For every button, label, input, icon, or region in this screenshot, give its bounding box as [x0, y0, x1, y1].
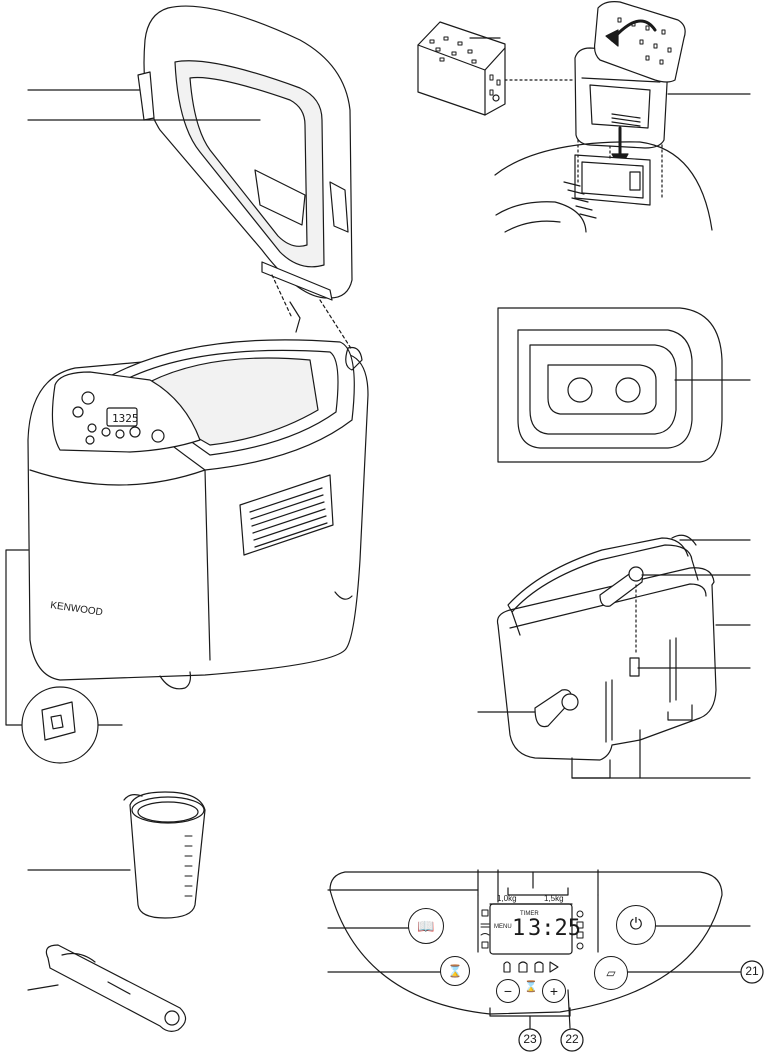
loaf-indicator-row [503, 961, 559, 973]
power-switch-detail [5, 549, 123, 764]
panel-leaders [327, 889, 751, 973]
menu-button[interactable]: 📖 [408, 908, 444, 944]
vent-grille [239, 474, 334, 556]
lid-underside-detail [497, 307, 751, 463]
display-loaf-large-label: 1,5kg [544, 894, 564, 903]
plus-icon: + [549, 983, 559, 999]
svg-text:1325: 1325 [112, 412, 139, 425]
display-right-icons [576, 910, 584, 950]
display-left-icons [480, 909, 490, 949]
display-timer-label: TIMER [520, 911, 539, 917]
callout-22: 22 [565, 1032, 579, 1046]
callout-21: 21 [745, 964, 759, 978]
timer-hourglass-icon: ⌛ [524, 981, 538, 993]
callout-23: 23 [523, 1032, 537, 1046]
loaf-size-brackets [477, 869, 599, 953]
minus-button[interactable]: − [496, 979, 520, 1003]
bread-loaf-icon: ▱ [606, 966, 616, 980]
display-loaf-small-label: 1,0kg [497, 894, 517, 903]
lid-with-window [137, 5, 363, 371]
display-time-digits: 3:25 [528, 916, 581, 941]
display-menu-label: MENU [494, 924, 512, 930]
display-program-digit: 1 [512, 916, 526, 941]
power-button[interactable]: ⏻ [616, 905, 656, 945]
ingredient-dispenser-diagram [417, 1, 751, 233]
hourglass-icon: ⌛ [447, 964, 463, 978]
measuring-spoon-diagram [27, 944, 187, 1032]
recipe-book-icon: 📖 [417, 918, 435, 934]
delay-start-button[interactable]: ▱ [594, 956, 628, 990]
measuring-cup-diagram [27, 791, 206, 919]
power-icon: ⏻ [629, 916, 643, 933]
bread-maker-body: 1325 KENWOOD [27, 339, 369, 690]
minus-icon: − [503, 983, 513, 999]
bread-pan-diagram [477, 534, 751, 779]
plus-button[interactable]: + [542, 979, 566, 1003]
program-button[interactable]: ⌛ [440, 956, 470, 986]
